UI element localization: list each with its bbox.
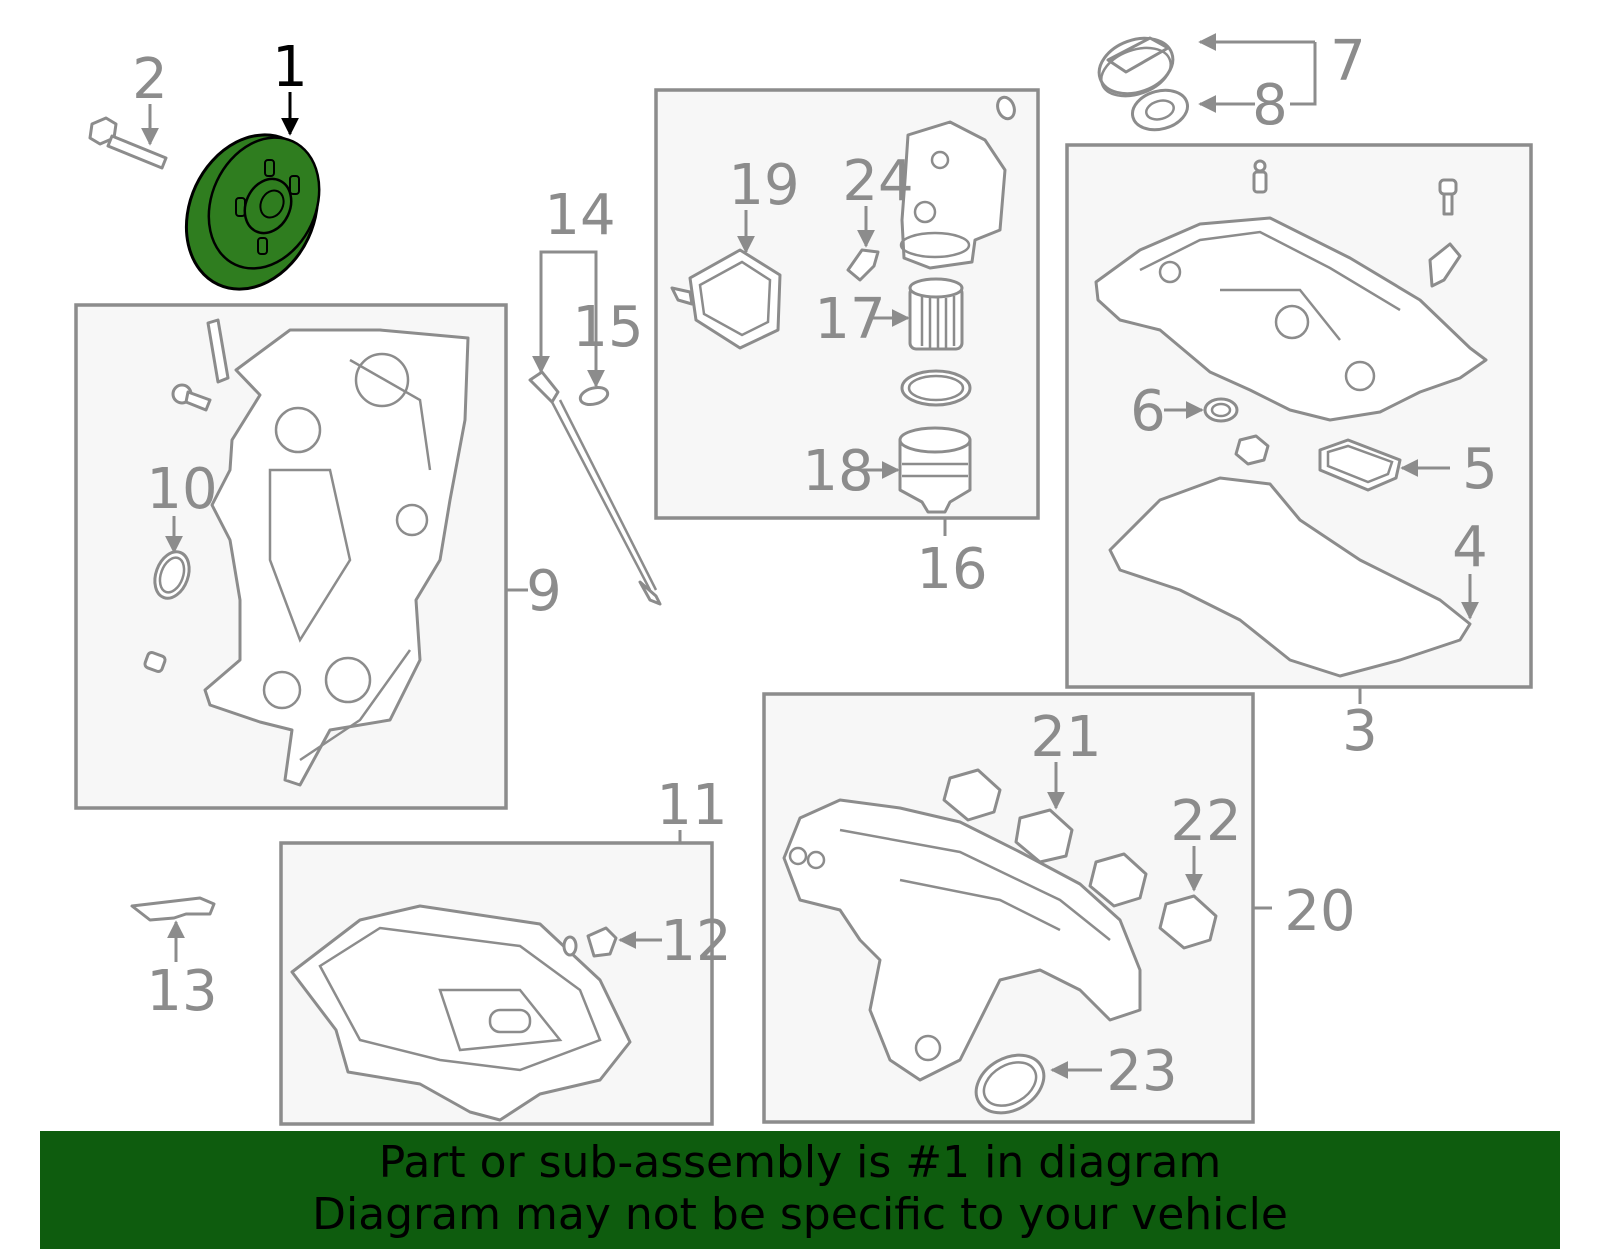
o-ring-filter-part-16b[interactable]: [900, 369, 972, 407]
dipstick-part-14[interactable]: [528, 370, 662, 606]
filter-cap-part-18[interactable]: [898, 426, 972, 514]
cam-sensor-part-3c[interactable]: [1428, 242, 1462, 288]
oil-filter-element-part-17[interactable]: [908, 277, 964, 351]
oil-pan-part-11[interactable]: [290, 904, 632, 1122]
manifold-gasket-2-part-21[interactable]: [1014, 808, 1074, 864]
o-ring-small-part-16a[interactable]: [995, 95, 1018, 121]
callout-14[interactable]: 14: [544, 183, 615, 248]
intake-manifold-part-20[interactable]: [782, 798, 1142, 1082]
callout-22[interactable]: 22: [1170, 789, 1241, 854]
callout-17[interactable]: 17: [814, 287, 885, 352]
pcv-stud-part-3a[interactable]: [1252, 159, 1268, 194]
sensor-part-24[interactable]: [846, 248, 880, 282]
callout-6[interactable]: 6: [1130, 379, 1166, 444]
callout-24[interactable]: 24: [842, 149, 913, 214]
manifold-gasket-4-part-22[interactable]: [1158, 894, 1218, 950]
manifold-gasket-1-part-21[interactable]: [942, 768, 1002, 822]
callout-5[interactable]: 5: [1462, 437, 1498, 502]
drain-plug-part-12[interactable]: [562, 926, 618, 958]
gasket-part-5[interactable]: [1318, 438, 1402, 492]
callout-3[interactable]: 3: [1342, 699, 1378, 764]
banner-line-1: Part or sub-assembly is #1 in diagram: [378, 1137, 1222, 1188]
valve-cover-gasket-part-4[interactable]: [1108, 476, 1472, 678]
oil-filler-cap-part-7[interactable]: [1091, 29, 1180, 105]
callout-21[interactable]: 21: [1030, 705, 1101, 770]
callout-18[interactable]: 18: [802, 439, 873, 504]
valve-cover-part-3[interactable]: [1094, 216, 1488, 422]
callout-23[interactable]: 23: [1106, 1039, 1177, 1104]
callout-9[interactable]: 9: [526, 559, 562, 624]
stud-bolt-part-3b[interactable]: [1438, 178, 1458, 216]
leader-7-bracket: [1290, 42, 1317, 106]
callout-1[interactable]: 1: [272, 35, 308, 100]
oil-filter-housing-part-16[interactable]: [899, 120, 1007, 270]
callout-19[interactable]: 19: [728, 153, 799, 218]
bracket-part-13[interactable]: [130, 896, 216, 922]
nut-part-3d[interactable]: [1234, 434, 1270, 466]
callout-12[interactable]: 12: [660, 909, 731, 974]
callout-2[interactable]: 2: [132, 47, 168, 112]
callout-4[interactable]: 4: [1452, 515, 1488, 580]
plug-part-9c[interactable]: [143, 651, 167, 673]
callout-10[interactable]: 10: [146, 457, 217, 522]
seal-part-6[interactable]: [1203, 397, 1239, 423]
callout-16[interactable]: 16: [916, 537, 987, 602]
callout-8[interactable]: 8: [1252, 73, 1288, 138]
callout-11[interactable]: 11: [656, 773, 727, 838]
seal-part-8[interactable]: [1128, 84, 1192, 135]
manifold-gasket-3-part-22[interactable]: [1088, 852, 1148, 908]
banner-line-2: Diagram may not be specific to your vehi…: [312, 1189, 1288, 1240]
o-ring-part-15[interactable]: [578, 385, 610, 408]
leader-14-bracket: [539, 250, 598, 262]
callout-7[interactable]: 7: [1330, 29, 1366, 94]
dowel-pin-part-9a[interactable]: [206, 318, 230, 384]
info-banner: Part or sub-assembly is #1 in diagram Di…: [40, 1131, 1560, 1249]
crankshaft-pulley-part-1[interactable]: [162, 113, 342, 310]
callout-15[interactable]: 15: [572, 295, 643, 360]
callout-20[interactable]: 20: [1284, 879, 1355, 944]
bolt-part-2[interactable]: [88, 116, 168, 170]
throttle-gasket-part-23[interactable]: [966, 1043, 1054, 1124]
timing-cover-part-9[interactable]: [203, 328, 470, 787]
bolt-part-9b[interactable]: [171, 383, 212, 412]
callout-13[interactable]: 13: [146, 959, 217, 1024]
